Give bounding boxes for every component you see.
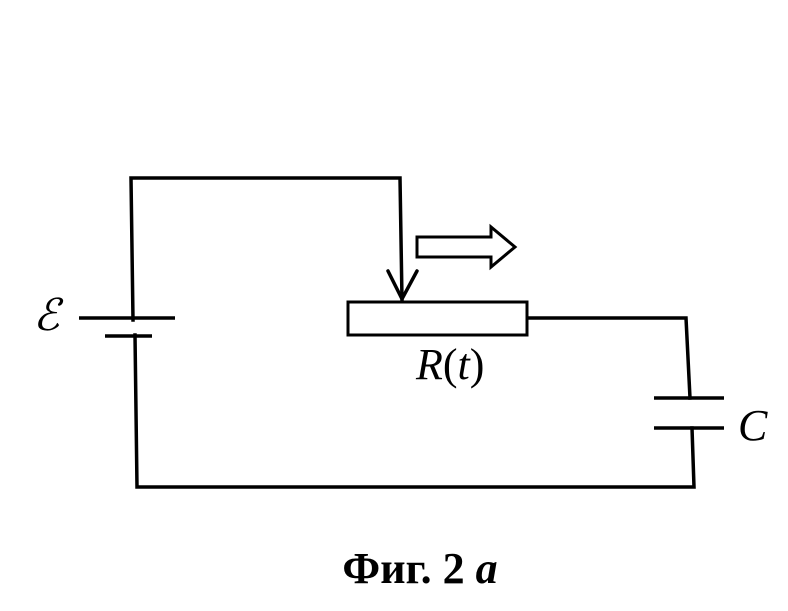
- resistor-symbol: R: [415, 340, 443, 389]
- resistor-open-paren: (: [443, 340, 458, 389]
- caption-suffix: a: [476, 544, 498, 593]
- resistor-body: [346, 300, 529, 337]
- wire-top-left: [129, 176, 404, 322]
- resistor-variable: t: [458, 340, 472, 389]
- caption-prefix: Фиг. 2: [342, 544, 464, 593]
- resistor-label: R(t): [415, 340, 484, 389]
- slider-arrowhead-icon: [386, 269, 419, 303]
- wire-right: [525, 316, 692, 400]
- caption-spacer: [465, 544, 476, 593]
- resistor-close-paren: ): [470, 340, 485, 389]
- emf-label: ℰ: [33, 291, 64, 340]
- figure-caption: Фиг. 2 a: [342, 544, 497, 593]
- direction-arrow-icon: [415, 223, 518, 271]
- capacitor-label: C: [738, 401, 768, 450]
- wire-bottom: [133, 333, 696, 489]
